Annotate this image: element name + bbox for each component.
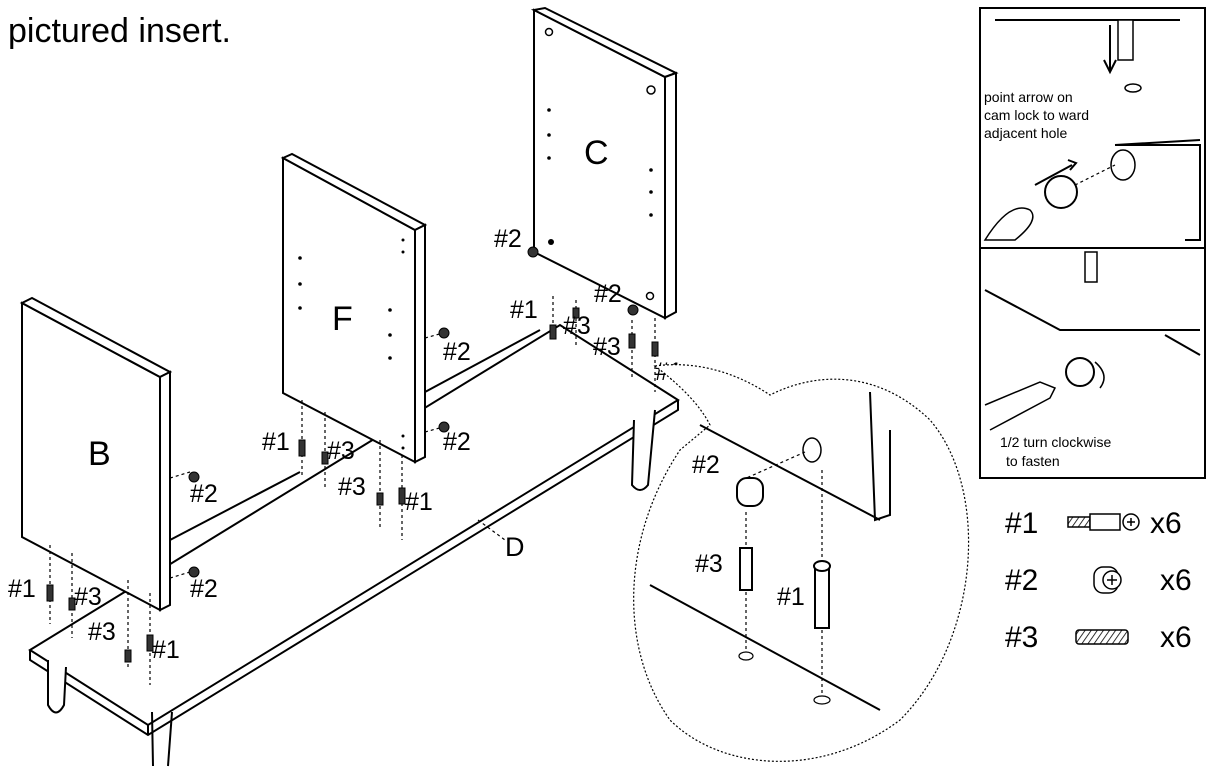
parts-label-3: #3 bbox=[1005, 621, 1038, 654]
detail-callouts: #2 #3 #1 bbox=[692, 451, 805, 611]
inset-top-line1: point arrow on bbox=[984, 89, 1073, 105]
panel-c bbox=[530, 6, 679, 320]
callout-p1: #1 bbox=[405, 488, 433, 516]
panel-f-label: F bbox=[332, 300, 353, 338]
panel-c-holes bbox=[544, 27, 656, 301]
panel-c-label: C bbox=[584, 134, 609, 172]
callout-p3: #3 bbox=[563, 312, 591, 340]
header-text: pictured insert. bbox=[8, 12, 231, 50]
inset-bottom-line2: to fasten bbox=[1006, 453, 1060, 469]
wood-dowel-icon bbox=[1075, 629, 1129, 645]
callout-p3: #3 bbox=[338, 473, 366, 501]
detail-contents bbox=[649, 391, 891, 711]
callout-p2: #2 bbox=[692, 451, 720, 479]
parts-label-2: #2 bbox=[1005, 564, 1038, 597]
inset-top-line3: adjacent hole bbox=[984, 125, 1068, 141]
panel-d-label: D bbox=[505, 532, 525, 562]
parts-qty-2: x6 bbox=[1160, 564, 1192, 597]
parts-list: #1 #2 #3 x6 x6 x6 bbox=[1005, 507, 1192, 654]
panel-f bbox=[280, 152, 428, 464]
callout-p2: #2 bbox=[443, 338, 471, 366]
callout-p1: #1 bbox=[262, 428, 290, 456]
cam-bolt-icon bbox=[1067, 513, 1140, 531]
callout-p2: #2 bbox=[190, 480, 218, 508]
panel-b-label: B bbox=[88, 435, 111, 473]
parts-qty-3: x6 bbox=[1160, 621, 1192, 654]
callout-p1: #1 bbox=[777, 583, 805, 611]
parts-label-1: #1 bbox=[1005, 507, 1038, 540]
inset-bottom-line1: 1/2 turn clockwise bbox=[1000, 434, 1111, 450]
callout-p3: #3 bbox=[695, 550, 723, 578]
hardware-parts bbox=[46, 246, 659, 663]
callout-p1: #1 bbox=[152, 636, 180, 664]
back-edges bbox=[169, 329, 541, 541]
callout-p3: #3 bbox=[593, 333, 621, 361]
callout-p2: #2 bbox=[494, 225, 522, 253]
parts-qty-1: x6 bbox=[1150, 507, 1182, 540]
detail-magnifier bbox=[633, 364, 970, 762]
callout-p3: #3 bbox=[327, 437, 355, 465]
panel-b bbox=[19, 296, 173, 612]
callout-p2: #2 bbox=[594, 280, 622, 308]
callout-p2: #2 bbox=[443, 428, 471, 456]
callout-p1: #1 bbox=[8, 575, 36, 603]
callouts: #2 #1 #3 #2 #3 #1 #2 #2 #1 #3 #3 #1 #2 #… bbox=[8, 225, 683, 664]
inset-text: point arrow on cam lock to ward adjacent… bbox=[984, 89, 1111, 469]
callout-p2: #2 bbox=[190, 575, 218, 603]
panel-f-holes bbox=[298, 238, 405, 450]
inset-top-line2: cam lock to ward bbox=[984, 107, 1089, 123]
callout-p3: #3 bbox=[74, 583, 102, 611]
callout-p3: #3 bbox=[88, 618, 116, 646]
instruction-inset bbox=[979, 7, 1206, 479]
callout-p1: #1 bbox=[510, 296, 538, 324]
cam-lock-icon bbox=[1093, 566, 1122, 594]
